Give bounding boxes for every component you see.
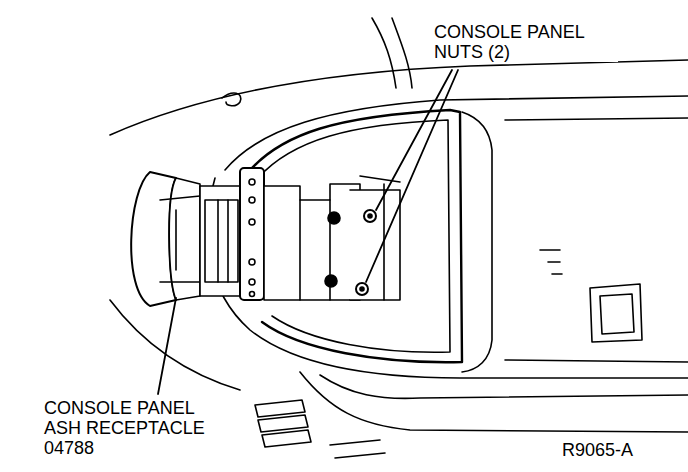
part-name: CONSOLE PANEL ASH RECEPTACLE 04788 — [42, 398, 228, 458]
console-body-part — [372, 18, 396, 88]
leader-lines-part — [366, 70, 458, 282]
console-lower-trim-part — [258, 415, 308, 432]
console-body — [110, 18, 688, 378]
console-body-part — [207, 178, 688, 378]
console-panel-nuts-part — [325, 275, 337, 287]
console-panel-nuts — [325, 210, 376, 295]
mounting-plate-part — [240, 168, 264, 300]
console-panel-nuts-part — [368, 214, 372, 218]
part-name: CONSOLE PANEL NUTS (2) — [432, 22, 618, 62]
console-lower-trim-part — [320, 375, 688, 398]
leader-lines-part — [376, 70, 452, 210]
mounting-plate — [240, 168, 264, 300]
console-panel-nuts-part — [328, 212, 340, 224]
mounting-plate-part — [249, 219, 255, 225]
console-body-part — [462, 112, 492, 372]
ash-receptacle-part — [160, 196, 200, 282]
console-body-part — [222, 93, 241, 106]
mounting-plate-part — [249, 259, 255, 265]
console-panel-nuts-part — [360, 287, 364, 291]
leader-lines-part — [158, 298, 176, 394]
bracket-part — [264, 184, 360, 300]
console-lower-trim-part — [255, 400, 305, 417]
console-body-part — [225, 96, 688, 170]
bracket — [264, 176, 400, 300]
console-lower-trim-part — [110, 300, 240, 390]
bracket-part — [350, 190, 400, 300]
console-body-part — [540, 250, 562, 274]
mounting-plate-part — [249, 279, 255, 285]
console-body-part — [392, 18, 412, 88]
console-lower-trim-part — [330, 440, 385, 458]
console-panel-nuts-part — [356, 283, 368, 295]
console-panel-nuts-part — [364, 210, 376, 222]
mounting-plate-part — [249, 179, 255, 185]
console-lower-trim-part — [262, 430, 311, 447]
console-body-part — [505, 360, 688, 362]
console-body-part — [600, 294, 634, 334]
ash-receptacle-part — [218, 200, 228, 282]
ash-receptacle-part — [205, 200, 238, 282]
console-lower-trim-part — [300, 372, 688, 432]
console-body-part — [245, 110, 462, 362]
ash-receptacle — [131, 172, 242, 306]
ash-receptacle-part — [200, 186, 242, 296]
console-body-part — [505, 118, 688, 120]
console-body-part — [590, 284, 642, 342]
figure-number: R9065-A — [560, 440, 635, 460]
mounting-plate-part — [249, 197, 255, 203]
leader-lines — [158, 70, 458, 394]
bracket-part — [300, 200, 330, 300]
mounting-plate-part — [250, 292, 255, 297]
